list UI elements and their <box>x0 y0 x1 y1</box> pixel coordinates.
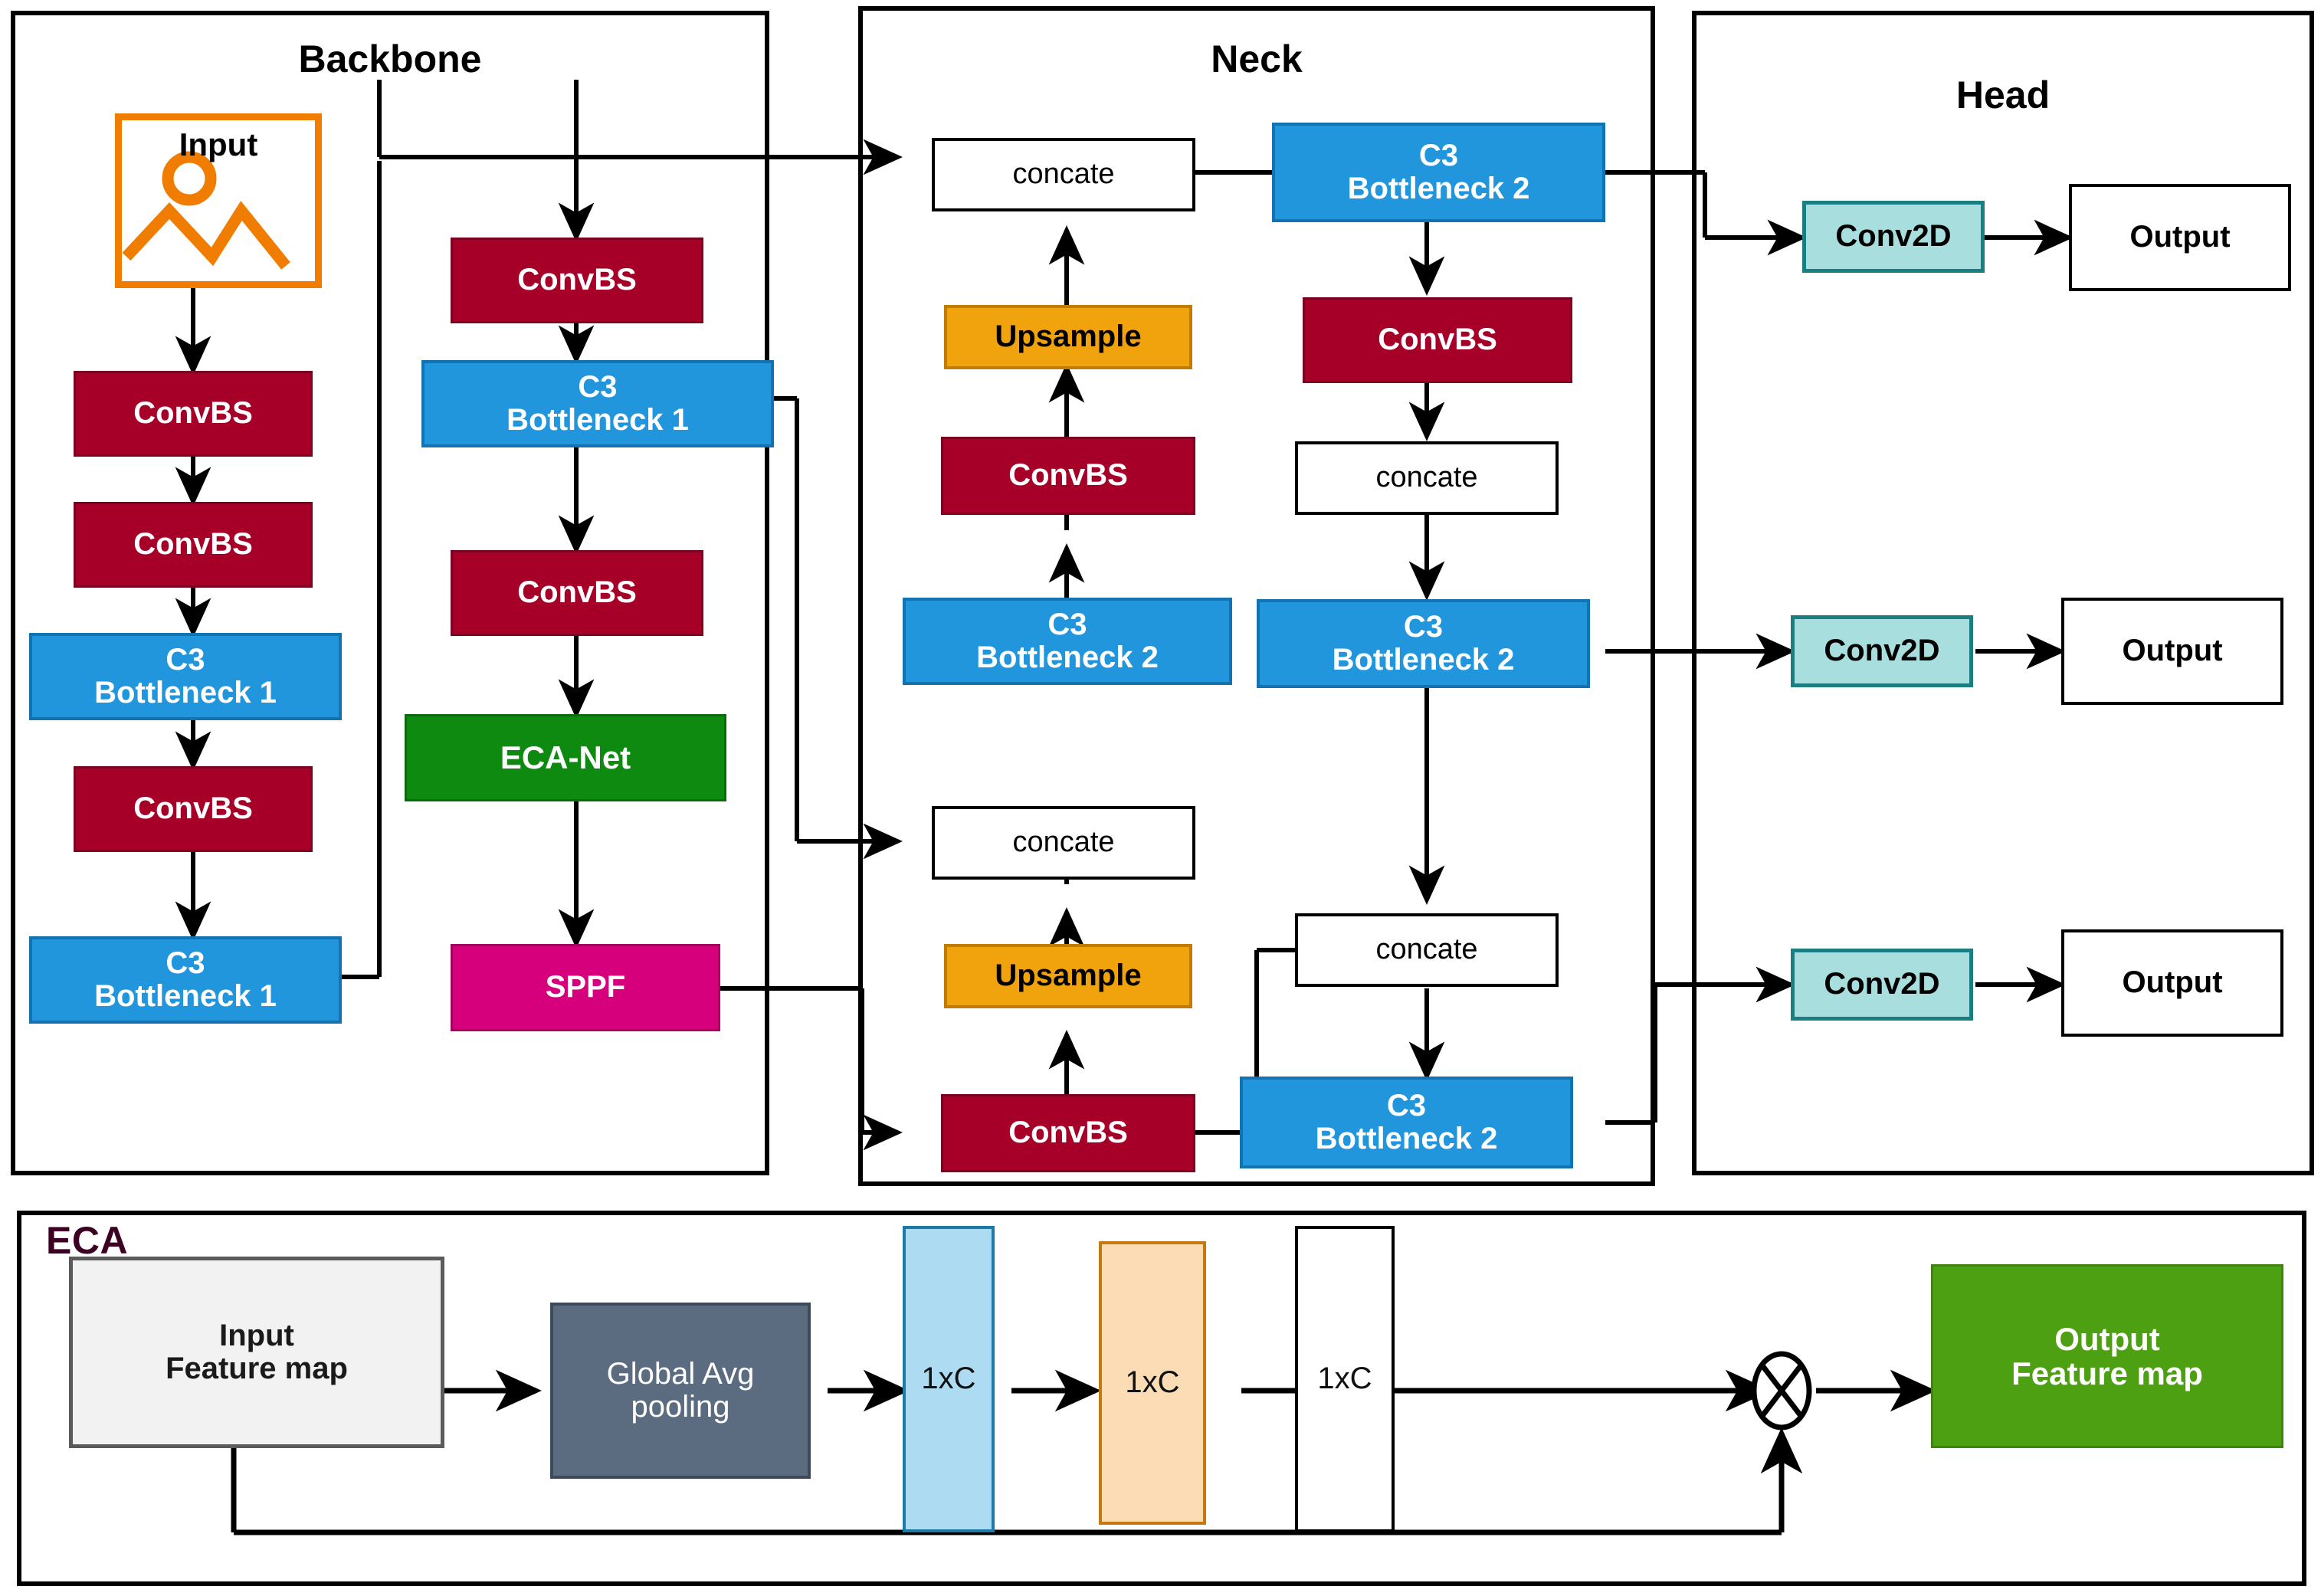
neck-concate-2: concate <box>932 806 1195 880</box>
head-conv2d-1: Conv2D <box>1802 201 1985 273</box>
neck-convbs-1: ConvBS <box>941 437 1195 515</box>
backbone-convbs-1: ConvBS <box>74 371 313 457</box>
eca-tensor-1xc-blue: 1xC <box>903 1226 995 1532</box>
neck-convbs-3: ConvBS <box>1303 297 1572 383</box>
backbone-convbs-3: ConvBS <box>74 766 313 852</box>
neck-c3-bottleneck-2-a: C3 Bottleneck 2 <box>1272 123 1605 222</box>
neck-upsample-1: Upsample <box>944 305 1192 369</box>
head-title: Head <box>1955 74 2051 116</box>
eca-title: ECA <box>46 1219 129 1262</box>
eca-input-feature-map: Input Feature map <box>69 1257 444 1448</box>
neck-c3-bottleneck-2-b: C3 Bottleneck 2 <box>1257 599 1590 688</box>
neck-title: Neck <box>1211 38 1303 80</box>
head-output-3: Output <box>2061 929 2283 1037</box>
backbone-sppf: SPPF <box>451 944 720 1031</box>
neck-panel <box>858 6 1655 1186</box>
backbone-eca-net: ECA-Net <box>405 714 726 801</box>
head-conv2d-2: Conv2D <box>1791 615 1973 687</box>
backbone-title: Backbone <box>298 38 482 80</box>
backbone-convbs-4: ConvBS <box>451 238 703 323</box>
head-panel <box>1692 11 2314 1175</box>
neck-c3-bottleneck-2-c: C3 Bottleneck 2 <box>1240 1077 1573 1168</box>
input-label: Input <box>179 126 258 162</box>
eca-tensor-1xc-orange: 1xC <box>1099 1241 1206 1525</box>
backbone-c3-bottleneck-1-b: C3 Bottleneck 1 <box>29 936 342 1024</box>
neck-concate-1: concate <box>932 138 1195 211</box>
backbone-panel <box>11 11 769 1175</box>
backbone-convbs-5: ConvBS <box>451 550 703 636</box>
neck-concate-4: concate <box>1295 913 1559 987</box>
neck-concate-3: concate <box>1295 441 1559 515</box>
neck-convbs-2: ConvBS <box>941 1094 1195 1172</box>
backbone-convbs-2: ConvBS <box>74 502 313 588</box>
eca-panel <box>17 1211 2306 1586</box>
eca-global-avg-pooling: Global Avg pooling <box>550 1303 811 1479</box>
neck-upsample-2: Upsample <box>944 944 1192 1008</box>
backbone-c3-bottleneck-1-c: C3 Bottleneck 1 <box>421 360 774 447</box>
head-conv2d-3: Conv2D <box>1791 949 1973 1021</box>
input-image-icon: Input <box>115 113 322 288</box>
head-output-2: Output <box>2061 598 2283 705</box>
backbone-c3-bottleneck-1-a: C3 Bottleneck 1 <box>29 633 342 720</box>
eca-tensor-1xc-white: 1xC <box>1295 1226 1395 1532</box>
head-output-1: Output <box>2069 184 2291 291</box>
neck-c3-bottleneck-2-left: C3 Bottleneck 2 <box>903 598 1232 685</box>
eca-output-feature-map: Output Feature map <box>1931 1264 2283 1448</box>
